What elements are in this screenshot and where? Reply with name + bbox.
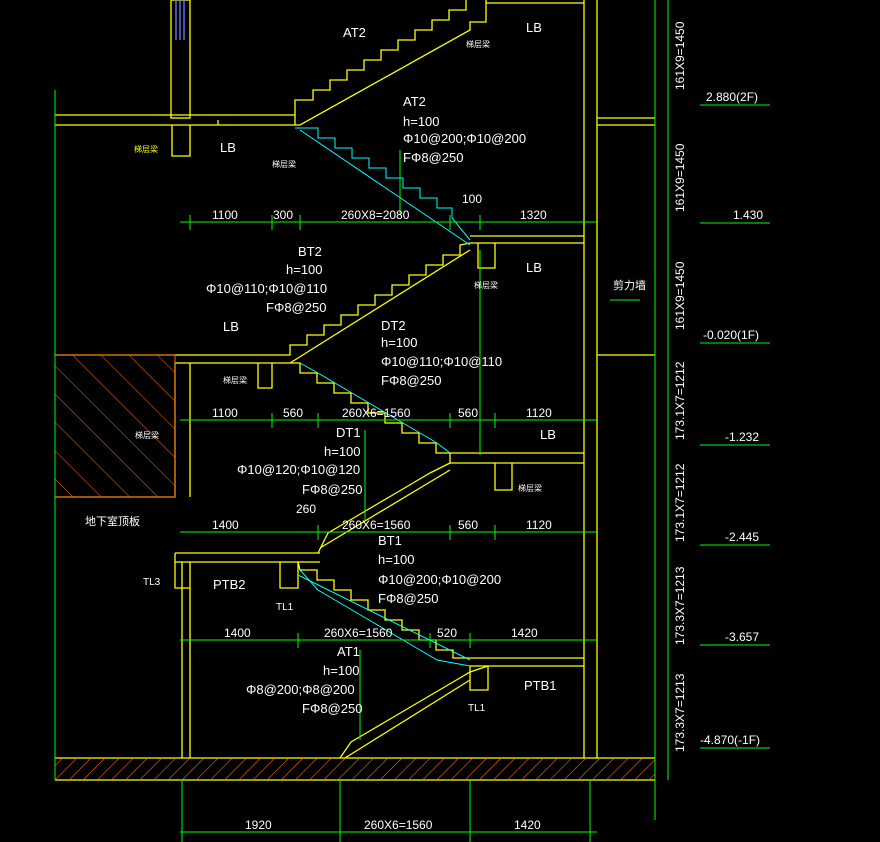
- tl1-label-2: TL1: [468, 703, 486, 714]
- beam-label-1: 梯层梁: [134, 144, 158, 154]
- basement-roof-label: 地下室顶板: [85, 514, 140, 528]
- rebar-lines: [295, 127, 471, 667]
- dim-r4-2: 520: [437, 626, 457, 640]
- beam-label-4: 梯层梁: [474, 280, 498, 290]
- dim-r4-1: 260X6=1560: [324, 626, 393, 640]
- bt2-dist: FΦ8@250: [266, 300, 326, 315]
- bt2-rebar: Φ10@110;Φ10@110: [206, 281, 327, 296]
- bt2-thickness: h=100: [286, 262, 323, 277]
- lb-label-5: LB: [540, 427, 556, 442]
- dt2-dist: FΦ8@250: [381, 373, 441, 388]
- dt1-rebar: Φ10@120;Φ10@120: [237, 462, 360, 477]
- dim-r3-2: 260X6=1560: [342, 518, 411, 532]
- dim-r2-4: 1120: [526, 406, 552, 420]
- level-1430: 1.430: [733, 208, 763, 222]
- shear-wall-label: 剪力墙: [613, 278, 646, 292]
- dim-r4-0: 1400: [224, 626, 251, 640]
- level-m1f: -4.870(-1F): [700, 733, 760, 747]
- vdim-2: 161X9=1450: [673, 261, 687, 330]
- at2-thickness: h=100: [403, 114, 440, 129]
- tl1-label-1: TL1: [276, 602, 294, 613]
- vdim-6: 173.3X7=1213: [673, 673, 687, 752]
- level-markers: [700, 104, 770, 749]
- ptb2-label: PTB2: [213, 577, 246, 592]
- dim-r2-2: 260X6=1560: [342, 406, 411, 420]
- level-m1232: -1.232: [725, 430, 759, 444]
- dim-r4-3: 1420: [511, 626, 538, 640]
- dim-r2-1: 560: [283, 406, 303, 420]
- level-2f: 2.880(2F): [706, 90, 758, 104]
- level-1f: -0.020(1F): [703, 328, 759, 342]
- bt1-name: BT1: [378, 533, 402, 548]
- at2-rebar: Φ10@200;Φ10@200: [403, 131, 526, 146]
- dim-r1-3: 100: [462, 192, 482, 206]
- dim-r2-0: 1100: [212, 406, 238, 420]
- lb-label-2: LB: [220, 140, 236, 155]
- lb-label-3: LB: [526, 260, 542, 275]
- beam-label-2: 梯层梁: [466, 39, 490, 49]
- dt1-name: DT1: [336, 425, 361, 440]
- dim-r1-2: 260X8=2080: [341, 208, 410, 222]
- dim-r3-0: 1400: [212, 518, 239, 532]
- lb-label-4: LB: [223, 319, 239, 334]
- beam-label-7: 梯层梁: [518, 483, 542, 493]
- at2-name-2: AT2: [403, 94, 426, 109]
- ptb1-label: PTB1: [524, 678, 557, 693]
- at1-thickness: h=100: [323, 663, 360, 678]
- dim-r1-4: 1320: [520, 208, 547, 222]
- vertical-dimensions: 161X9=1450 161X9=1450 161X9=1450 173.1X7…: [673, 21, 687, 752]
- vdim-1: 161X9=1450: [673, 143, 687, 212]
- level-m3657: -3.657: [725, 630, 759, 644]
- bt1-dist: FΦ8@250: [378, 591, 438, 606]
- dim-r3-4: 1120: [526, 518, 552, 532]
- tl3-label: TL3: [143, 577, 161, 588]
- bt2-name: BT2: [298, 244, 322, 259]
- bt1-rebar: Φ10@200;Φ10@200: [378, 572, 501, 587]
- vdim-4: 173.1X7=1212: [673, 463, 687, 542]
- bt1-thickness: h=100: [378, 552, 415, 567]
- at1-rebar: Φ8@200;Φ8@200: [246, 682, 355, 697]
- vdim-3: 173.1X7=1212: [673, 361, 687, 440]
- dim-r3-3: 560: [458, 518, 478, 532]
- dt1-thickness: h=100: [324, 444, 361, 459]
- at1-dist: FΦ8@250: [302, 701, 362, 716]
- level-m2445: -2.445: [725, 530, 759, 544]
- basement-wall-hatch: [54, 354, 176, 498]
- dt1-dist: FΦ8@250: [302, 482, 362, 497]
- dt2-thickness: h=100: [381, 335, 418, 350]
- dim-r3-1: 260: [296, 502, 316, 516]
- at2-dist: FΦ8@250: [403, 150, 463, 165]
- dim-r5-0: 1920: [245, 818, 272, 832]
- beam-label-6: 梯层梁: [135, 430, 159, 440]
- dimension-lines: [54, 0, 669, 842]
- beam-label-3: 梯层梁: [272, 159, 296, 169]
- vdim-0: 161X9=1450: [673, 21, 687, 90]
- dim-r5-1: 260X6=1560: [364, 818, 433, 832]
- dim-r5-2: 1420: [514, 818, 541, 832]
- beam-label-5: 梯层梁: [223, 375, 247, 385]
- dim-r1-1: 300: [273, 208, 293, 222]
- at2-name: AT2: [343, 25, 366, 40]
- dim-r2-3: 560: [458, 406, 478, 420]
- dt2-rebar: Φ10@110;Φ10@110: [381, 354, 502, 369]
- ground-hatch: [55, 758, 655, 780]
- dim-r1-0: 1100: [212, 208, 238, 222]
- vdim-5: 173.3X7=1213: [673, 566, 687, 645]
- at1-name: AT1: [337, 644, 360, 659]
- dt2-name: DT2: [381, 318, 406, 333]
- lb-label-1: LB: [526, 20, 542, 35]
